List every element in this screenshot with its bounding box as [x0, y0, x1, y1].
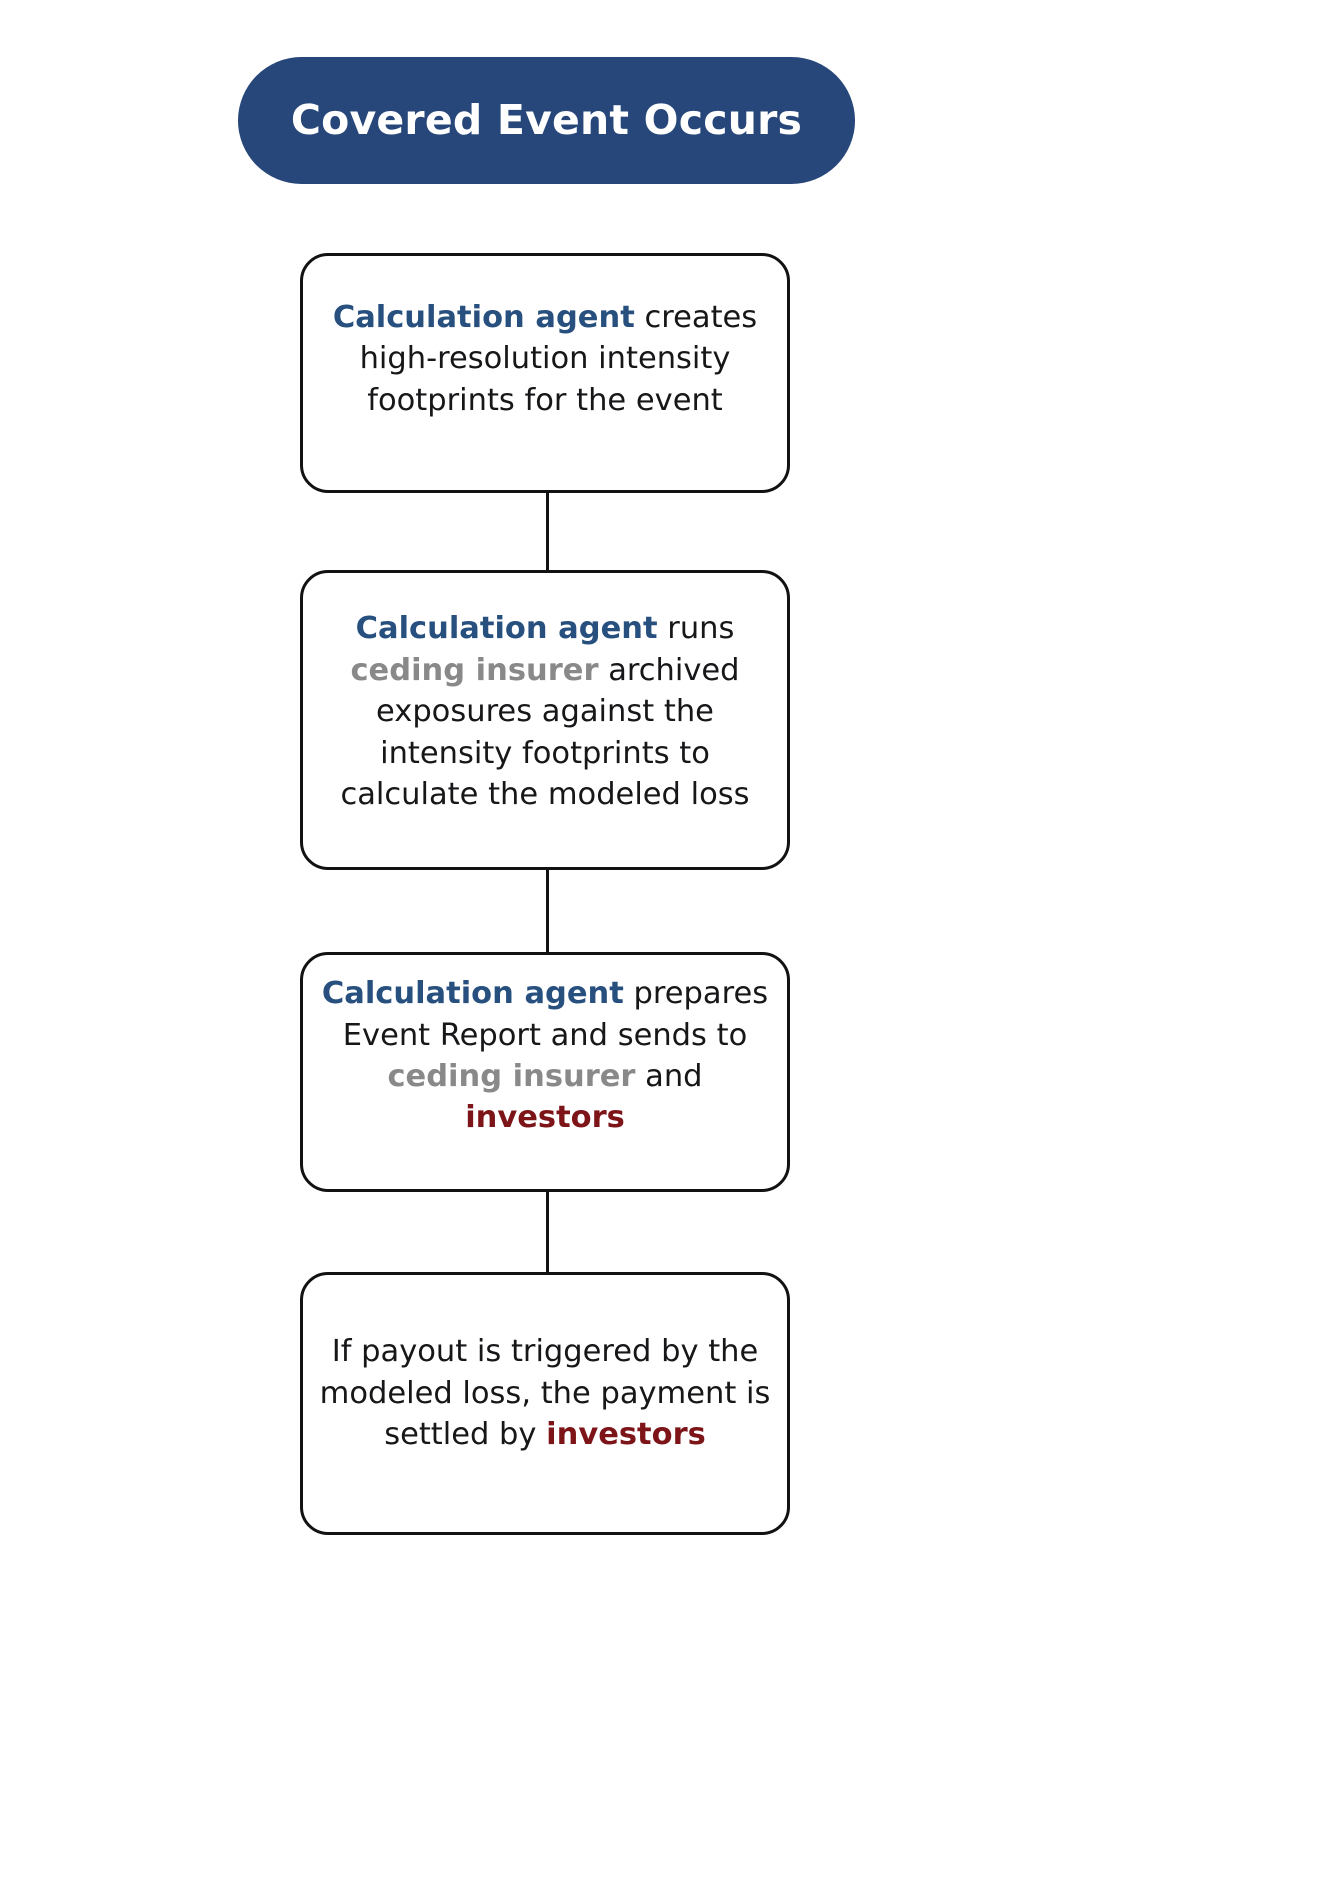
connector-1-to-2 [546, 490, 549, 572]
process-node-1-text: Calculation agent creates high-resolutio… [303, 297, 787, 421]
text-run-plain: runs [657, 611, 735, 647]
text-run-ceding: ceding insurer [350, 652, 599, 688]
text-run-ceding: ceding insurer [387, 1059, 636, 1094]
process-node-2-text: Calculation agent runs ceding insurer ar… [303, 608, 787, 815]
text-run-plain: creates high-resolution intensity footpr… [359, 299, 758, 418]
text-run-agent: Calculation agent [355, 611, 658, 647]
process-node-4-text: If payout is triggered by the modeled lo… [303, 1331, 787, 1455]
process-node-2[interactable]: Calculation agent runs ceding insurer ar… [300, 570, 790, 870]
connector-3-to-4 [546, 1189, 549, 1274]
text-run-plain: prepares Event Report and sends to [342, 976, 769, 1053]
text-run-investors: investors [465, 1100, 625, 1136]
start-node-label: Covered Event Occurs [290, 95, 803, 144]
connector-2-to-3 [546, 867, 549, 954]
process-node-4[interactable]: If payout is triggered by the modeled lo… [300, 1272, 790, 1535]
text-run-agent: Calculation agent [332, 299, 635, 335]
text-run-plain: If payout is triggered by the modeled lo… [319, 1334, 771, 1453]
text-run-plain: and [635, 1059, 703, 1094]
start-node-covered-event[interactable]: Covered Event Occurs [238, 57, 855, 184]
text-run-agent: Calculation agent [321, 976, 624, 1012]
text-run-investors: investors [546, 1417, 706, 1453]
text-run-plain: archived exposures against the intensity… [340, 652, 750, 813]
process-node-3-text: Calculation agent prepares Event Report … [303, 973, 787, 1139]
process-node-3[interactable]: Calculation agent prepares Event Report … [300, 952, 790, 1192]
process-node-1[interactable]: Calculation agent creates high-resolutio… [300, 253, 790, 493]
